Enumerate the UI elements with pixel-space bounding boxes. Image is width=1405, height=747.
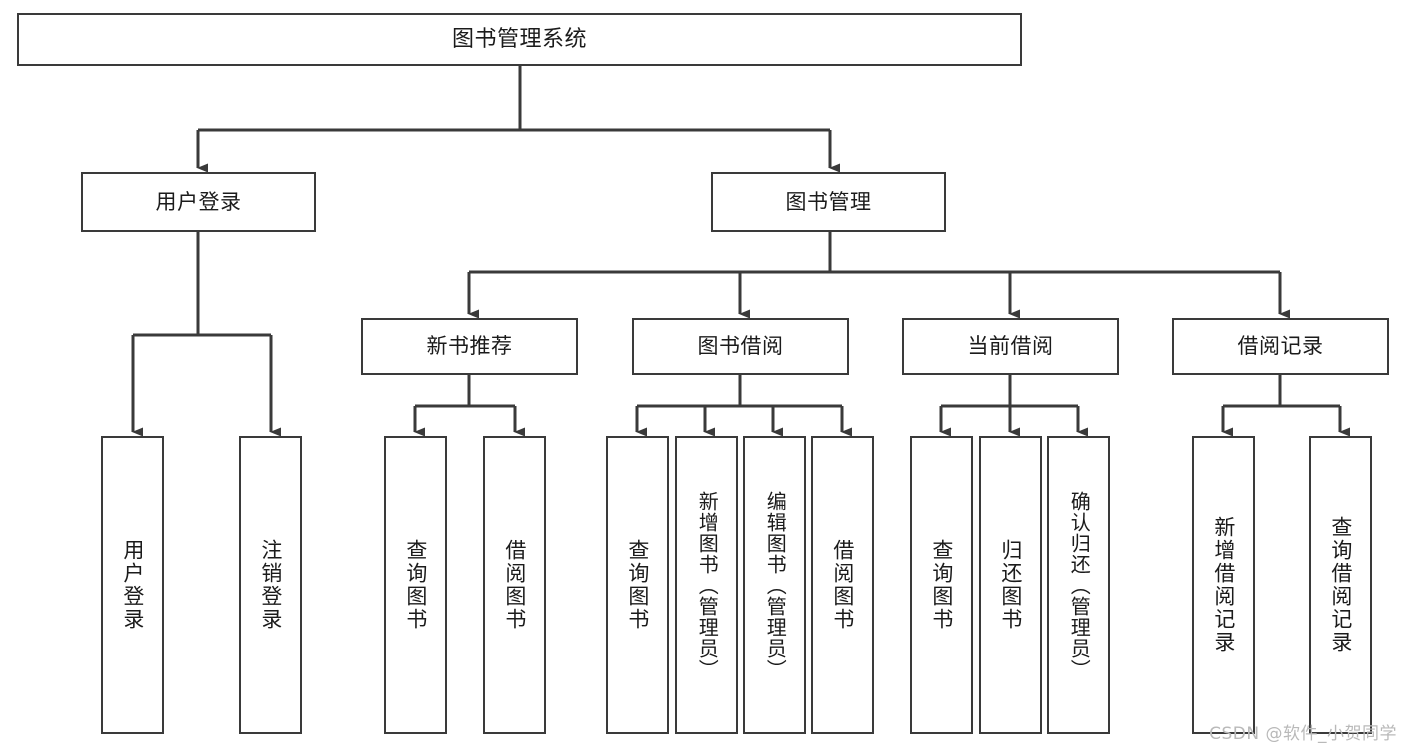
node-label: 查询图书 <box>403 539 428 631</box>
leaf-add-borrow-record[interactable]: 新增借阅记录 <box>1192 436 1255 734</box>
node-label: 借阅记录 <box>1237 334 1324 359</box>
node-label: 查询图书 <box>625 539 650 631</box>
node-user-login[interactable]: 用户登录 <box>81 172 316 232</box>
leaf-query-book-current[interactable]: 查询图书 <box>910 436 973 734</box>
leaf-return-book[interactable]: 归还图书 <box>979 436 1042 734</box>
leaf-borrow-book-new[interactable]: 借阅图书 <box>483 436 546 734</box>
node-label: 借阅图书 <box>830 539 855 631</box>
node-label: 新增图书（管理员） <box>695 490 720 680</box>
node-label: 查询图书 <box>929 539 954 631</box>
node-label: 用户登录 <box>120 539 145 631</box>
leaf-user-login[interactable]: 用户登录 <box>101 436 164 734</box>
leaf-add-book-admin[interactable]: 新增图书（管理员） <box>675 436 738 734</box>
node-label: 归还图书 <box>998 539 1023 631</box>
node-label: 新书推荐 <box>426 334 513 359</box>
node-new-book-recommend[interactable]: 新书推荐 <box>361 318 578 375</box>
leaf-logout-login[interactable]: 注销登录 <box>239 436 302 734</box>
node-label: 当前借阅 <box>967 334 1054 359</box>
node-label: 图书借阅 <box>697 334 784 359</box>
node-label: 确认归还（管理员） <box>1067 490 1092 680</box>
node-label: 编辑图书（管理员） <box>763 490 788 680</box>
node-book-borrow[interactable]: 图书借阅 <box>632 318 849 375</box>
leaf-borrow-book-borrow[interactable]: 借阅图书 <box>811 436 874 734</box>
leaf-query-book-new[interactable]: 查询图书 <box>384 436 447 734</box>
node-label: 用户登录 <box>155 189 242 214</box>
node-label: 新增借阅记录 <box>1211 516 1236 654</box>
leaf-confirm-return-admin[interactable]: 确认归还（管理员） <box>1047 436 1110 734</box>
csdn-watermark: CSDN @软件_小贺同学 <box>1209 724 1397 744</box>
leaf-query-borrow-record[interactable]: 查询借阅记录 <box>1309 436 1372 734</box>
node-label: 注销登录 <box>258 539 283 631</box>
node-label: 图书管理系统 <box>451 26 587 52</box>
leaf-edit-book-admin[interactable]: 编辑图书（管理员） <box>743 436 806 734</box>
node-label: 图书管理 <box>785 189 872 214</box>
node-label: 查询借阅记录 <box>1328 516 1353 654</box>
node-label: 借阅图书 <box>502 539 527 631</box>
leaf-query-book-borrow[interactable]: 查询图书 <box>606 436 669 734</box>
node-current-borrow[interactable]: 当前借阅 <box>902 318 1119 375</box>
node-borrow-record[interactable]: 借阅记录 <box>1172 318 1389 375</box>
node-root-book-management-system[interactable]: 图书管理系统 <box>17 13 1022 66</box>
node-book-management[interactable]: 图书管理 <box>711 172 946 232</box>
